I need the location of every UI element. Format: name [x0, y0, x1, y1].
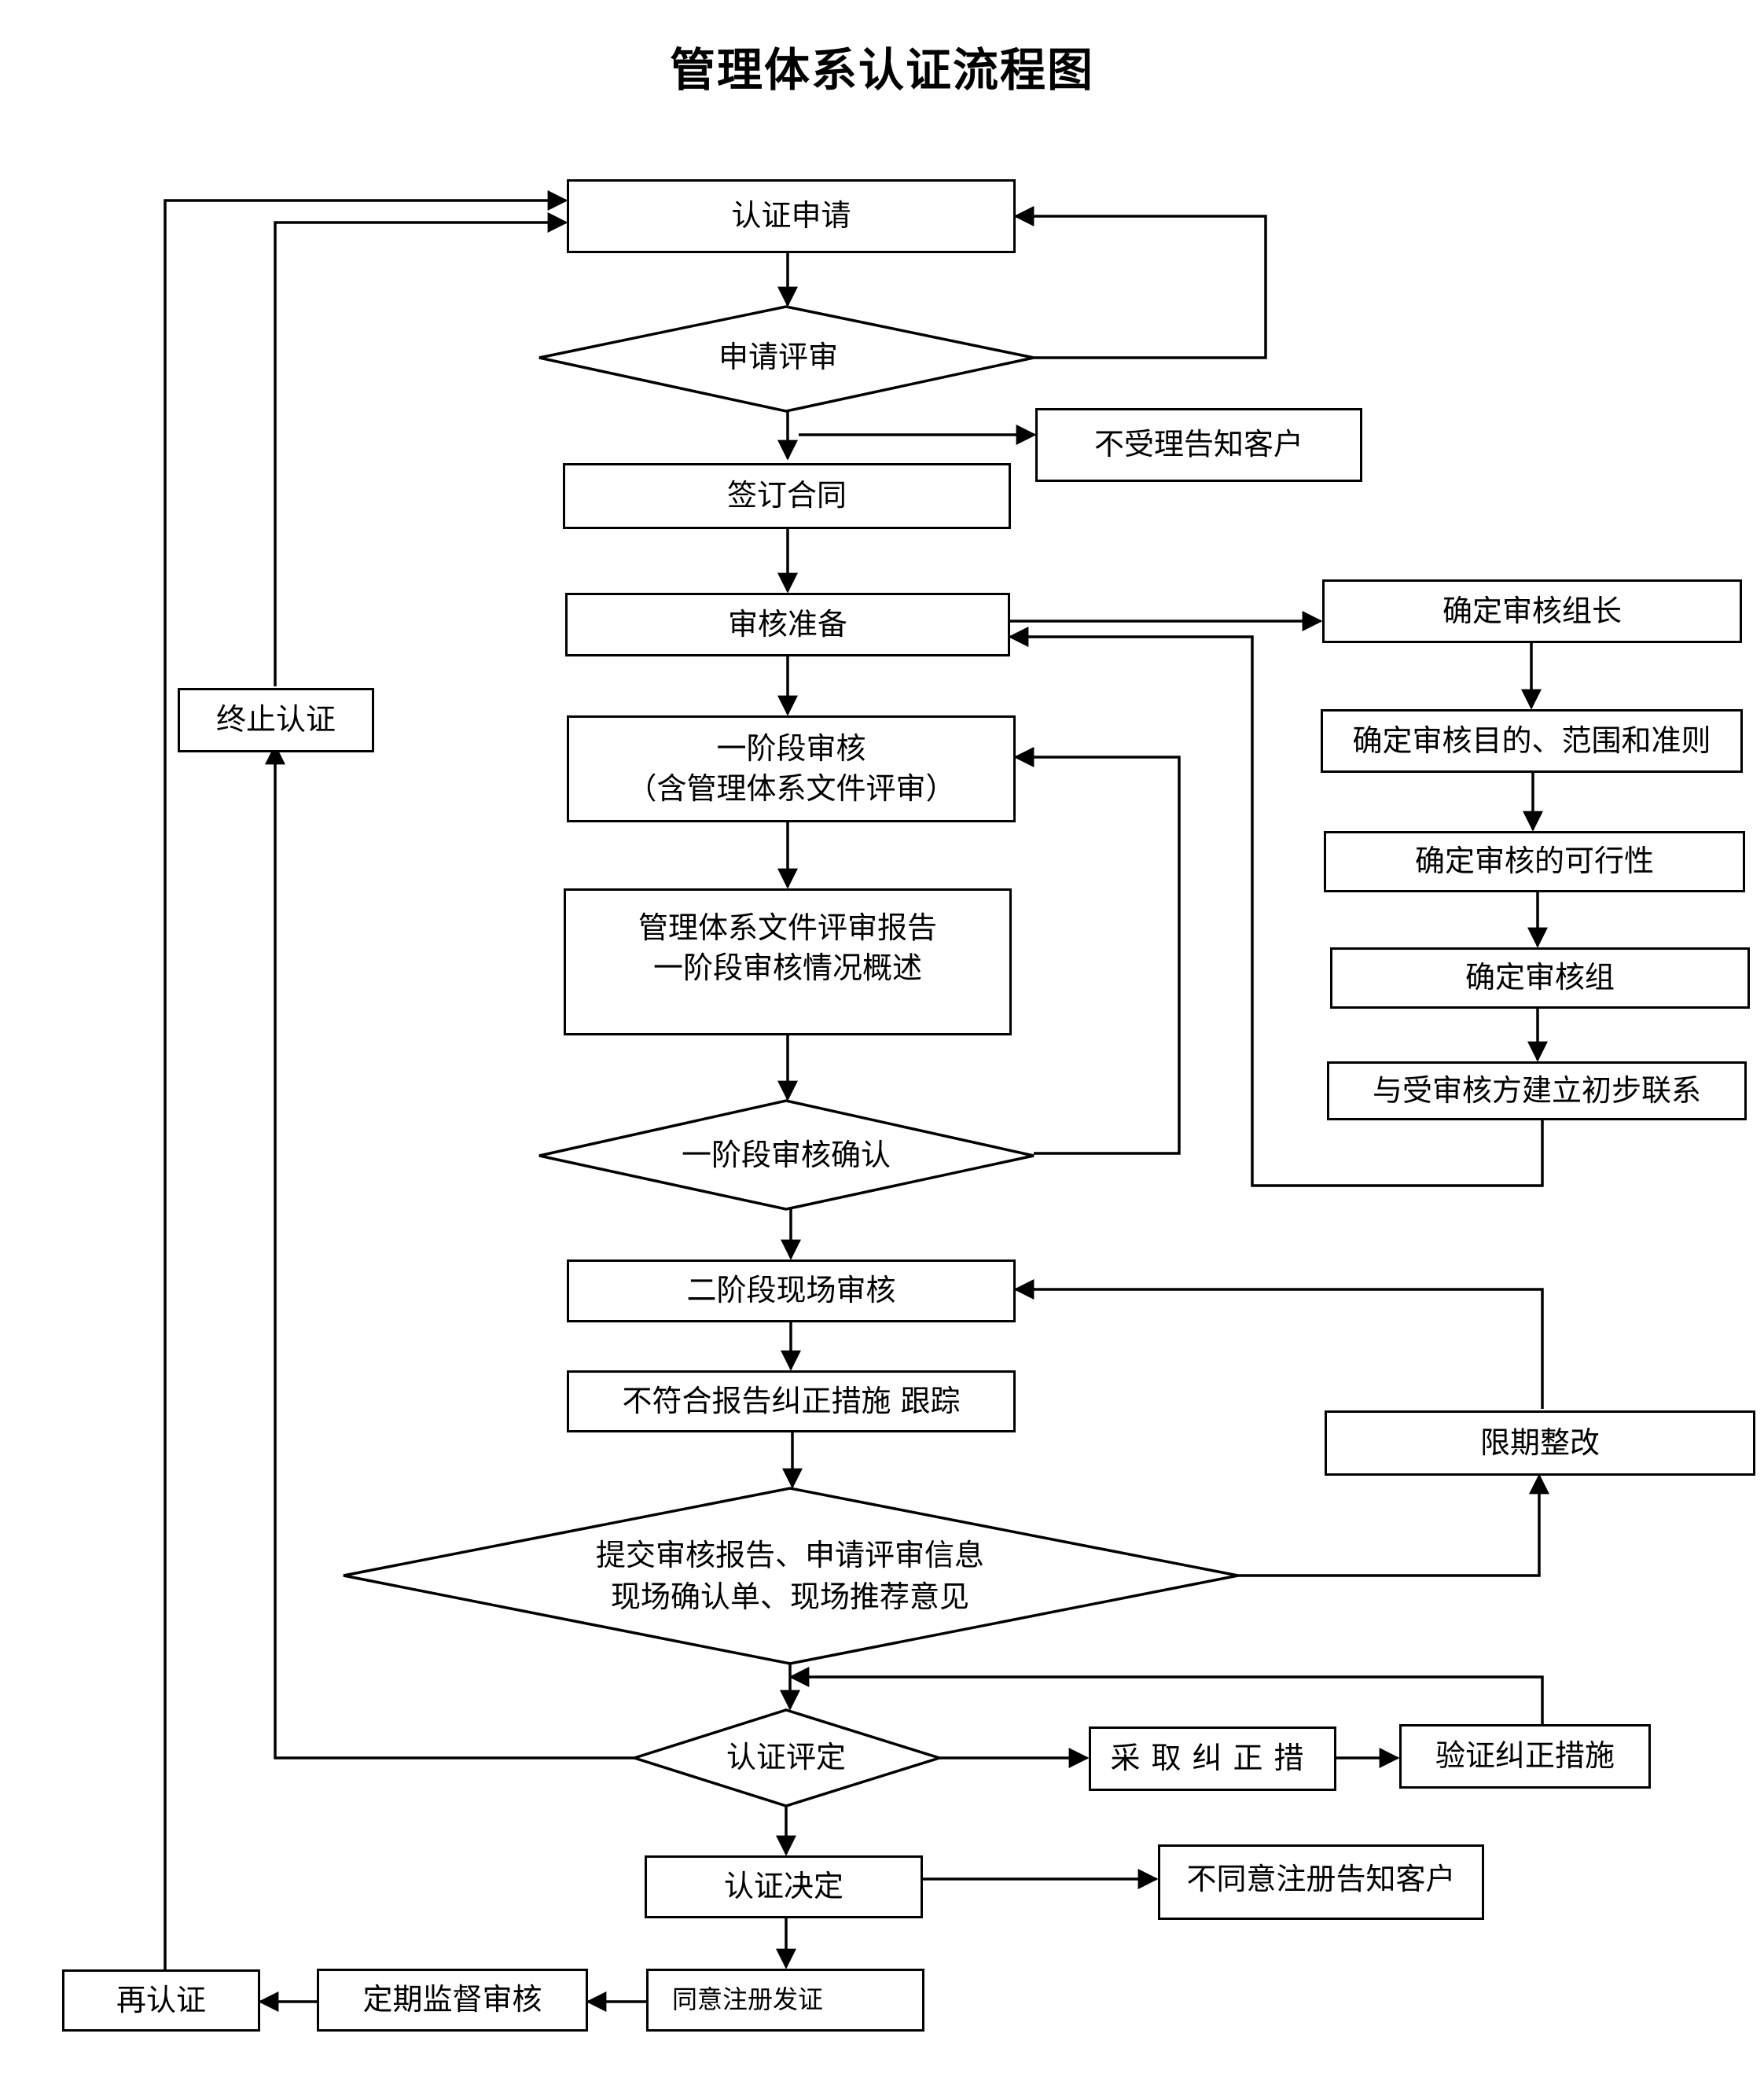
node-determine-team: 确定审核组 [1330, 947, 1750, 1009]
label-stage1-confirm: 一阶段审核确认 [681, 1138, 891, 1173]
node-application: 认证申请 [567, 179, 1016, 253]
node-recertification: 再认证 [62, 1969, 260, 2032]
node-take-corrective: 采取纠正措 [1089, 1726, 1336, 1791]
node-cert-decision: 认证决定 [645, 1855, 923, 1918]
page-title: 管理体系认证流程图 [669, 43, 1094, 97]
label-submit-report: 提交审核报告、申请评审信息 现场确认单、现场推荐意见 [595, 1537, 984, 1614]
node-reject-notify: 不受理告知客户 [1035, 408, 1362, 482]
node-agree-registration: 同意注册发证 [646, 1969, 924, 2032]
node-terminate[interactable]: 终止认证 [178, 688, 374, 752]
label-cert-evaluation: 认证评定 [726, 1740, 846, 1775]
label-application-review: 申请评审 [718, 340, 838, 375]
node-stage1-audit: 一阶段审核 （含管理体系文件评审） [567, 715, 1016, 822]
node-nonconformity: 不符合报告纠正措施 跟踪 [567, 1370, 1016, 1432]
node-initial-contact: 与受审核方建立初步联系 [1327, 1061, 1747, 1120]
node-rectify: 限期整改 [1325, 1410, 1755, 1476]
node-stage1-report: 管理体系文件评审报告 一阶段审核情况概述 [564, 888, 1012, 1035]
node-determine-feasibility: 确定审核的可行性 [1324, 831, 1745, 892]
node-verify-corrective: 验证纠正措施 [1399, 1724, 1651, 1789]
node-surveillance: 定期监督审核 [317, 1969, 588, 2032]
node-determine-objectives: 确定审核目的、范围和准则 [1321, 709, 1743, 773]
node-reject-registration: 不同意注册告知客户 [1158, 1844, 1484, 1920]
node-sign-contract: 签订合同 [563, 463, 1011, 529]
node-stage2-audit: 二阶段现场审核 [567, 1259, 1016, 1322]
decision-stage1-confirm [538, 1099, 1035, 1211]
node-audit-prep: 审核准备 [565, 593, 1010, 656]
node-determine-leader: 确定审核组长 [1322, 579, 1742, 643]
